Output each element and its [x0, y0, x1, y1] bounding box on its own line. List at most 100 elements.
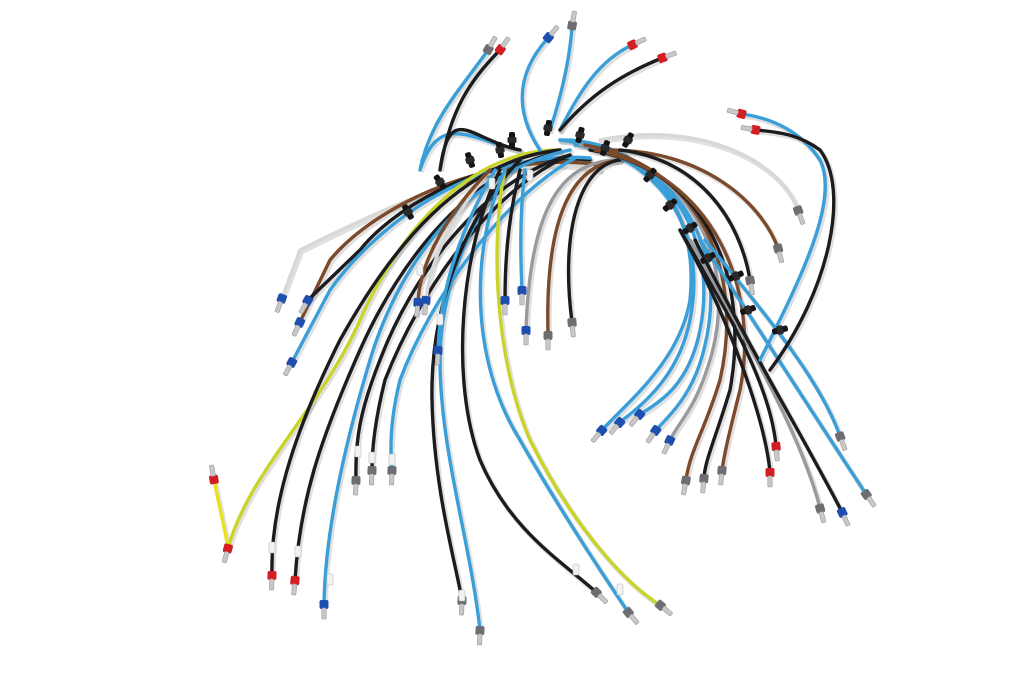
wire-blue — [703, 238, 842, 438]
wire-ferrule — [627, 36, 647, 51]
wire-ferrule — [745, 275, 755, 296]
wire-ferrule — [590, 424, 608, 443]
ferrule-pin — [818, 511, 827, 524]
ferrule-collar — [736, 108, 747, 119]
ferrule-pin — [548, 25, 560, 37]
ferrule-collar — [475, 625, 485, 636]
ferrule-pin — [748, 283, 755, 296]
wire-ferrule — [645, 424, 662, 444]
ferrule-pin — [797, 212, 806, 225]
cable-tie — [771, 325, 789, 335]
marker-sleeve — [616, 583, 624, 596]
wire-brown — [546, 158, 622, 337]
wire-ferrule — [771, 441, 781, 462]
ferrule-pin — [422, 303, 429, 316]
wire-shadows — [213, 25, 870, 635]
wire-brown — [416, 168, 492, 304]
ferrule-pin — [634, 36, 647, 46]
wire-ferrule — [661, 435, 676, 455]
ferrule-pin — [628, 415, 640, 427]
ferrule-pin — [274, 300, 283, 313]
ferrule-pin — [628, 613, 640, 625]
marker-sleeve — [416, 263, 424, 276]
wire-ferrule — [298, 295, 314, 315]
ferrule-pin — [500, 36, 511, 48]
ferrule-pin — [523, 333, 529, 346]
ferrule-pin — [291, 583, 298, 596]
wire-ferrule — [283, 357, 298, 377]
ferrule-pin — [866, 496, 877, 508]
wire-black — [558, 56, 664, 132]
cable-tie-head — [665, 200, 675, 210]
ferrule-collar — [290, 575, 300, 586]
wire-black — [693, 238, 844, 514]
wire-ferrule — [622, 606, 640, 625]
wire-ferrule — [319, 600, 329, 620]
wire-black — [270, 148, 562, 577]
ferrule-pin — [283, 364, 293, 377]
wire-ferrule — [413, 297, 423, 318]
wire-ferrule — [773, 243, 785, 264]
cable-tie-head — [744, 305, 752, 315]
wire-shadow — [354, 154, 574, 485]
cable-tie — [575, 126, 585, 144]
cable-ties — [268, 119, 789, 602]
ferrule-pin — [570, 10, 577, 23]
wire-ferrule — [543, 331, 553, 351]
cable-tie — [402, 204, 414, 220]
ferrule-pin — [590, 431, 602, 443]
wire-black — [460, 168, 598, 594]
wire-shadow — [559, 57, 666, 135]
wire-blue — [418, 48, 522, 172]
wire-ferrule — [290, 575, 300, 596]
ferrule-collar — [222, 543, 233, 554]
cable-tie-head — [776, 325, 784, 335]
marker-sleeve — [572, 563, 580, 576]
ferrule-collar — [750, 125, 761, 135]
cable-tie — [600, 140, 610, 156]
ferrule-collar — [773, 243, 784, 254]
wire-ferrule — [590, 586, 609, 605]
wire-ferrule — [717, 465, 727, 486]
ferrule-collar — [209, 474, 219, 485]
ferrule-pin — [321, 607, 327, 620]
wire-ferrule — [834, 431, 848, 451]
wire-ferrule — [836, 507, 851, 527]
wire-ferrule — [500, 296, 510, 316]
wire-ferrule — [521, 326, 531, 346]
ferrule-pin — [545, 338, 551, 351]
ferrule-pin — [353, 483, 359, 496]
cable-tie-head — [645, 170, 655, 180]
wire-ferrule — [815, 503, 827, 524]
wire-grey — [688, 238, 822, 510]
wire-grey — [524, 158, 622, 332]
wire-ferrule — [567, 10, 577, 31]
wire-ferrule — [367, 465, 377, 486]
ferrule-pin — [389, 473, 395, 486]
marker-sleeve — [388, 453, 396, 466]
ferrule-pin — [776, 251, 785, 264]
wire-black — [754, 128, 836, 372]
ferrule-pin — [664, 50, 677, 59]
ferrule-pin — [645, 432, 656, 444]
ferrule-pin — [841, 514, 851, 527]
ferrule-pin — [221, 551, 230, 564]
cable-tie — [682, 221, 698, 235]
cable-tie — [740, 305, 756, 315]
ferrule-pin — [767, 475, 773, 488]
wire-ferrule — [421, 295, 431, 316]
wire-green-yellow — [226, 148, 562, 550]
wire-ferrule — [860, 488, 877, 508]
wire-blue — [740, 112, 827, 362]
wire-blue — [290, 155, 592, 364]
wire-ferrule — [654, 599, 673, 617]
ferrule-collar — [267, 570, 277, 581]
wire-ferrule — [351, 475, 361, 496]
ferrule-collar — [699, 473, 709, 484]
ferrule-collar — [771, 441, 781, 452]
ferrule-pin — [298, 302, 308, 315]
cable-tie-head — [507, 137, 517, 143]
cable-tie — [728, 270, 744, 282]
